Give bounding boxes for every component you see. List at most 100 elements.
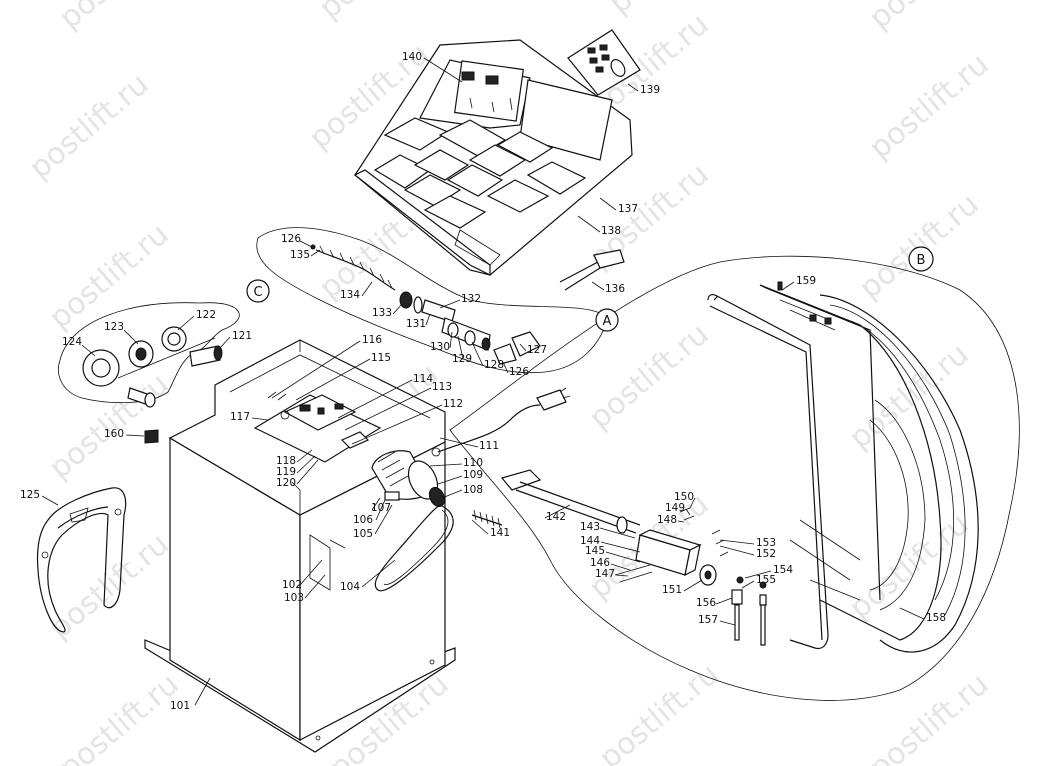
- leader-line-147: [615, 574, 629, 577]
- watermark-text: postlift.ru: [593, 657, 726, 766]
- group-b-outline: [449, 255, 1020, 701]
- connector-160: [144, 429, 159, 444]
- part-label-122: 122: [196, 309, 216, 321]
- leader-line-156: [715, 597, 733, 605]
- leader-line-120: [296, 459, 319, 485]
- leader-line-151: [683, 579, 703, 592]
- part-label-110: 110: [463, 457, 483, 469]
- leader-line-132: [439, 299, 461, 309]
- leader-line-119: [296, 455, 316, 474]
- leader-line-129: [457, 335, 464, 360]
- part-label-104: 104: [340, 581, 360, 593]
- part-label-112: 112: [443, 398, 463, 410]
- control-panel-tray: [353, 39, 633, 276]
- part-label-130: 130: [430, 341, 450, 353]
- leader-line-109: [437, 475, 463, 485]
- group-marker-c: C: [246, 279, 270, 303]
- part-label-144: 144: [580, 535, 600, 547]
- wheel-guard: [707, 281, 979, 653]
- watermark-text: postlift.ru: [23, 67, 156, 186]
- part-label-142: 142: [546, 511, 566, 523]
- part-label-131: 131: [406, 318, 426, 330]
- part-label-150: 150: [674, 491, 694, 503]
- leader-line-155: [741, 580, 755, 589]
- leader-line-141: [471, 519, 489, 535]
- leader-line-121: [219, 336, 231, 349]
- leader-lines: [41, 57, 925, 706]
- leader-line-103: [304, 574, 326, 599]
- leader-line-116: [271, 340, 361, 399]
- leader-line-142: [544, 504, 571, 519]
- part-label-146: 146: [590, 557, 610, 569]
- part-label-125: 125: [20, 489, 40, 501]
- leader-line-111: [439, 437, 479, 448]
- part-label-102: 102: [282, 579, 302, 591]
- group-markers: C A B: [246, 246, 934, 332]
- part-label-107: 107: [371, 502, 391, 514]
- leader-line-146: [610, 563, 631, 571]
- leader-line-124: [81, 344, 96, 357]
- watermark-text: postlift.ru: [843, 337, 976, 456]
- leader-line-125: [41, 495, 59, 506]
- part-label-117: 117: [230, 411, 250, 423]
- leader-line-139: [627, 83, 639, 92]
- leader-line-144: [600, 541, 641, 553]
- part-label-118: 118: [276, 455, 296, 467]
- part-label-148: 148: [657, 514, 677, 526]
- leader-line-160: [125, 434, 145, 437]
- watermark-text: postlift.ru: [43, 527, 176, 646]
- part-label-156: 156: [696, 597, 716, 609]
- part-label-152: 152: [756, 548, 776, 560]
- leader-line-117: [251, 417, 269, 421]
- leader-line-136: [591, 281, 605, 291]
- guard-arm: [36, 487, 127, 633]
- leader-line-108: [441, 489, 463, 499]
- part-label-120: 120: [276, 477, 296, 489]
- part-label-153: 153: [756, 537, 776, 549]
- leader-line-128: [471, 341, 484, 367]
- watermark-text: postlift.ru: [863, 667, 996, 766]
- watermark-text: postlift.ru: [53, 0, 186, 36]
- part-label-116: 116: [362, 334, 382, 346]
- leader-line-126: [502, 361, 509, 374]
- part-label-129: 129: [452, 353, 472, 365]
- leader-line-158: [899, 607, 925, 620]
- svg-text:B: B: [917, 253, 926, 268]
- leader-line-131: [425, 313, 431, 326]
- group-outlines: [58, 227, 1020, 701]
- part-label-105: 105: [353, 528, 373, 540]
- watermark-text: postlift.ru: [843, 507, 976, 626]
- group-c-outline: [58, 302, 240, 404]
- part-label-157: 157: [698, 614, 718, 626]
- part-label-137: 137: [618, 203, 638, 215]
- leader-line-126: [299, 240, 313, 248]
- part-label-128: 128: [484, 359, 504, 371]
- watermark-text: postlift.ru: [863, 47, 996, 166]
- leader-line-149: [685, 508, 691, 516]
- leader-line-135: [310, 249, 321, 257]
- part-label-158: 158: [926, 612, 946, 624]
- leader-line-112: [351, 404, 443, 445]
- leader-line-130: [449, 331, 453, 349]
- part-label-141: 141: [490, 527, 510, 539]
- part-labels: 1011021031041051061071081091101111121131…: [20, 51, 946, 712]
- leader-line-106: [375, 499, 386, 521]
- leader-line-113: [344, 387, 432, 431]
- part-label-101: 101: [170, 700, 190, 712]
- part-label-114: 114: [413, 373, 433, 385]
- svg-text:A: A: [603, 314, 612, 329]
- part-label-106: 106: [353, 514, 373, 526]
- leader-line-137: [599, 197, 617, 211]
- leader-line-102: [299, 559, 323, 586]
- part-label-149: 149: [665, 502, 685, 514]
- part-label-143: 143: [580, 521, 600, 533]
- leader-line-145: [605, 551, 641, 563]
- leader-line-107: [371, 497, 381, 511]
- part-label-135: 135: [290, 249, 310, 261]
- part-label-159: 159: [796, 275, 816, 287]
- part-label-109: 109: [463, 469, 483, 481]
- part-label-111: 111: [479, 440, 499, 452]
- leader-line-153: [719, 539, 755, 545]
- part-label-126: 126: [509, 366, 529, 378]
